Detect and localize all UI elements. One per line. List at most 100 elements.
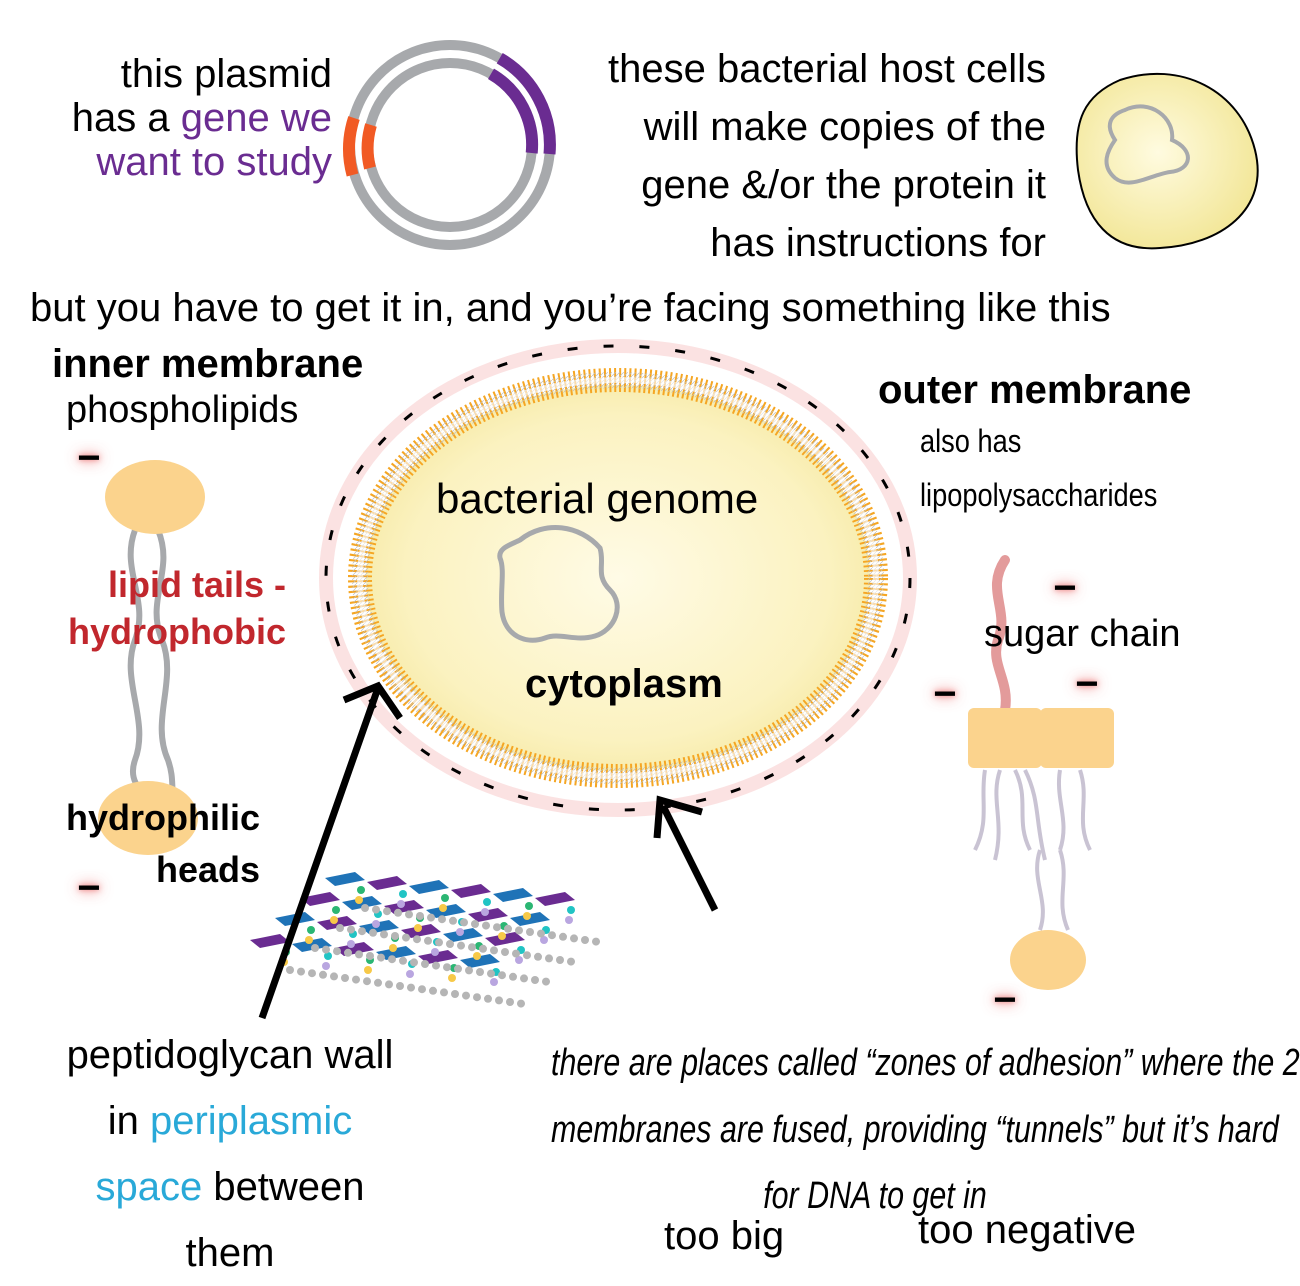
peptide-bead: [405, 910, 413, 919]
peptide-bead: [495, 996, 503, 1005]
peptide-bead: [449, 916, 457, 925]
peptide-bead: [493, 923, 501, 932]
outer-membrane-note: also has lipopolysaccharides: [920, 423, 1158, 514]
peptide-bead: [501, 948, 509, 956]
amino-acid-bead: [307, 926, 315, 934]
sugar-unit: [418, 950, 458, 964]
negative-charge-4: −: [933, 672, 957, 716]
peptide-bead: [460, 918, 468, 927]
amino-acid-bead: [364, 966, 372, 974]
phospholipids-label: phospholipids: [66, 389, 299, 431]
peptide-bead: [413, 935, 421, 944]
peptide-bead: [388, 955, 396, 964]
peptide-bead: [427, 913, 435, 922]
arrow-zone-of-adhesion: [659, 804, 719, 912]
peptide-bead: [438, 915, 446, 924]
peptide-bead: [457, 941, 465, 950]
host-cell-graphic: [1075, 72, 1259, 250]
arrow-peptidoglycan: [258, 686, 382, 1020]
zones-of-adhesion-note: there are places called “zones of adhesi…: [551, 1042, 1300, 1217]
peptide-bead: [570, 934, 578, 943]
peptide-bead: [531, 976, 539, 984]
sugar-unit: [510, 912, 550, 926]
amino-acid-bead: [322, 962, 330, 970]
peptide-bead: [526, 928, 534, 936]
sugar-unit: [443, 928, 483, 942]
peptide-bead: [468, 943, 476, 952]
sugar-unit: [250, 934, 290, 948]
lipid-tails-label: lipid tails - hydrophobic: [68, 564, 286, 652]
plasmid-label: this plasmid has a gene we want to study: [71, 52, 332, 184]
amino-acid-bead: [515, 956, 523, 964]
amino-acid-bead: [490, 978, 498, 986]
too-big-label: too big: [664, 1214, 785, 1258]
peptide-bead: [506, 998, 514, 1006]
peptide-bead: [592, 937, 600, 946]
peptide-bead: [369, 928, 377, 937]
peptide-bead: [548, 931, 556, 940]
peptide-bead: [509, 972, 517, 981]
peptide-bead: [545, 954, 553, 963]
peptide-bead: [341, 974, 349, 982]
peptide-bead: [520, 974, 528, 983]
amino-acid-bead: [357, 886, 365, 894]
peptide-bead: [512, 949, 520, 958]
amino-acid-bead: [441, 894, 449, 902]
peptide-bead: [394, 908, 402, 917]
amino-acid-bead: [330, 916, 338, 924]
amino-acid-bead: [523, 912, 531, 920]
amino-acid-bead: [389, 944, 397, 952]
negative-charge-6: −: [993, 978, 1017, 1022]
peptide-bead: [286, 966, 294, 974]
sugar-unit: [334, 942, 374, 956]
sugar-unit: [367, 876, 407, 890]
negative-charge-1: −: [77, 436, 101, 480]
peptide-bead: [504, 924, 512, 933]
peptide-bead: [374, 978, 382, 987]
sugar-unit: [317, 916, 357, 930]
sugar-unit: [493, 888, 533, 902]
sugar-chain-label: sugar chain: [984, 613, 1181, 655]
amino-acid-bead: [406, 970, 414, 978]
peptide-bead: [355, 950, 363, 959]
peptide-bead: [581, 936, 589, 944]
peptide-bead: [418, 985, 426, 994]
peptide-bead: [465, 966, 473, 975]
amino-acid-bead: [399, 890, 407, 898]
inner-membrane-title: inner membrane: [52, 342, 364, 386]
peptide-bead: [322, 945, 330, 954]
peptide-bead: [358, 927, 366, 936]
peptide-bead: [559, 932, 567, 941]
sugar-unit: [485, 932, 525, 946]
amino-acid-bead: [525, 902, 533, 910]
amino-acid-bead: [448, 974, 456, 982]
peptide-bead: [443, 963, 451, 972]
peptide-bead: [567, 957, 575, 966]
arrows: [258, 681, 719, 1020]
peptide-bead: [517, 999, 525, 1008]
amino-acid-bead: [498, 932, 506, 940]
sugar-unit: [426, 904, 466, 918]
sugar-unit: [325, 872, 365, 886]
peptide-bead: [383, 907, 391, 916]
amino-acid-bead: [305, 936, 313, 944]
amino-acid-bead: [473, 952, 481, 960]
negative-charge-5: −: [1075, 662, 1099, 706]
sugar-unit: [342, 896, 382, 910]
sugar-unit: [535, 892, 575, 906]
plasmid-gene-segment: [496, 52, 556, 155]
peptide-bead: [471, 920, 479, 928]
sugar-unit: [468, 908, 508, 922]
peptide-bead: [498, 971, 506, 980]
negative-charge-2: −: [77, 866, 101, 910]
amino-acid-bead: [483, 898, 491, 906]
sugar-unit: [359, 920, 399, 934]
peptide-bead: [399, 956, 407, 965]
peptide-bead: [487, 969, 495, 978]
peptide-bead: [476, 968, 484, 976]
peptide-bead: [361, 904, 369, 912]
peptide-bead: [440, 988, 448, 997]
peptide-bead: [396, 982, 404, 990]
amino-acid-bead: [431, 948, 439, 956]
